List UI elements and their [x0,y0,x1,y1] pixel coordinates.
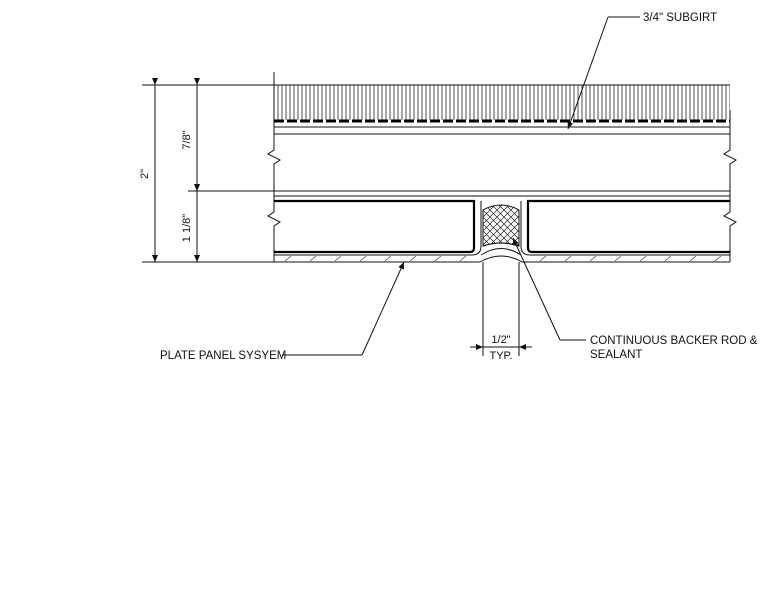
dimension-overall: 2" [139,78,274,263]
leader-backer-rod: CONTINUOUS BACKER ROD & SEALANT [512,237,758,361]
label-subgirt: 3/4" SUBGIRT [643,12,717,24]
backer-rod-sealant [479,204,523,263]
subgirt-band [274,84,730,128]
dimension-lower: 1 1/8" [181,184,200,262]
upper-cavity-lines [274,133,730,197]
left-plate-panel [274,199,482,263]
label-plate-panel: PLATE PANEL SYSYEM [160,350,286,362]
left-panel-hatch [284,255,467,262]
label-backer-rod-line1: CONTINUOUS BACKER ROD & [590,335,758,347]
dimension-joint-typ: TYP. [489,350,512,362]
right-panel-hatch [539,255,722,262]
dimension-upper-label: 7/8" [181,130,193,149]
break-line-left [267,72,281,262]
dimension-lower-label: 1 1/8" [181,214,193,242]
leader-plate-panel: PLATE PANEL SYSYEM [160,261,405,362]
dimension-upper: 7/8" [181,78,274,192]
dimension-joint: 1/2" TYP. [470,262,532,362]
right-plate-panel [520,199,730,263]
dimension-overall-label: 2" [139,169,151,179]
break-line-right [723,110,737,262]
dimension-joint-label: 1/2" [491,334,510,346]
leader-subgirt: 3/4" SUBGIRT [567,12,717,130]
label-backer-rod-line2: SEALANT [590,349,642,361]
